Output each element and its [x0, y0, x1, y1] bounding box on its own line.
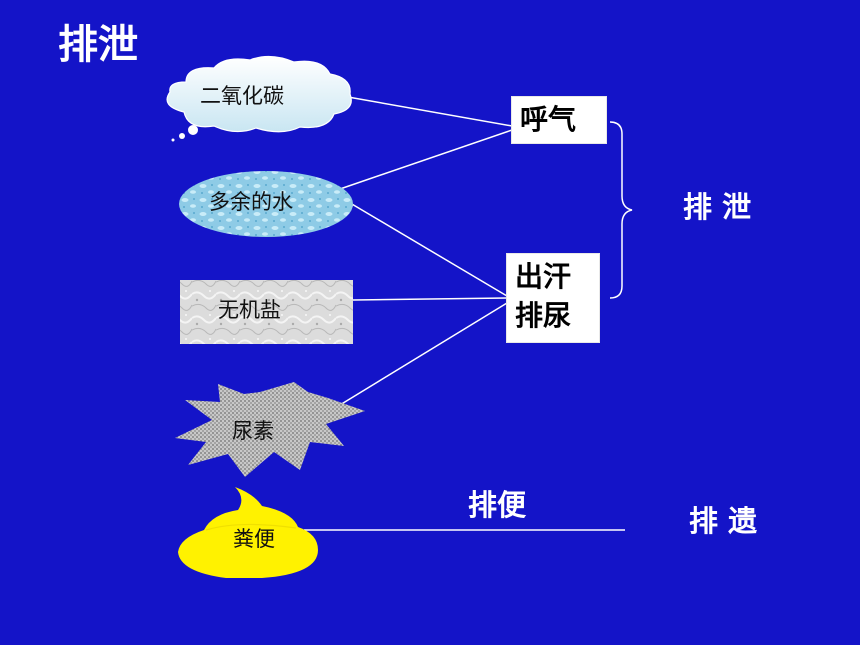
- salt-rect-shape: [180, 280, 353, 344]
- urea-label: 尿素: [232, 419, 274, 443]
- line-urea-sweat: [334, 302, 508, 409]
- defecation-label: 排便: [468, 488, 527, 522]
- water-ellipse-shape: [179, 171, 353, 237]
- excretion-category: 排 泄: [683, 190, 752, 224]
- salt-label: 无机盐: [218, 298, 281, 322]
- sweat-urine-box: 出汗 排尿: [506, 253, 600, 343]
- co2-cloud-shape: [166, 55, 352, 142]
- feces-fold-line: [205, 523, 297, 531]
- co2-label: 二氧化碳: [200, 84, 284, 108]
- connector-lines: [304, 96, 625, 531]
- line-co2-breath: [347, 96, 513, 127]
- line-water-sweat: [339, 196, 508, 297]
- feces-blob-shape: [178, 487, 318, 578]
- slide-title: 排泄: [58, 22, 138, 68]
- breath-label: 呼气: [520, 103, 577, 136]
- urine-label: 排尿: [515, 299, 572, 332]
- feces-label: 粪便: [233, 527, 275, 551]
- urea-starburst-shape: [175, 382, 365, 477]
- sweat-label: 出汗: [515, 260, 572, 293]
- water-label: 多余的水: [209, 190, 293, 214]
- line-water-breath: [339, 129, 513, 190]
- egestion-category: 排 遗: [689, 504, 758, 538]
- line-salt-sweat: [352, 297, 508, 301]
- breath-box: 呼气: [511, 96, 607, 144]
- curly-brace: [609, 121, 633, 299]
